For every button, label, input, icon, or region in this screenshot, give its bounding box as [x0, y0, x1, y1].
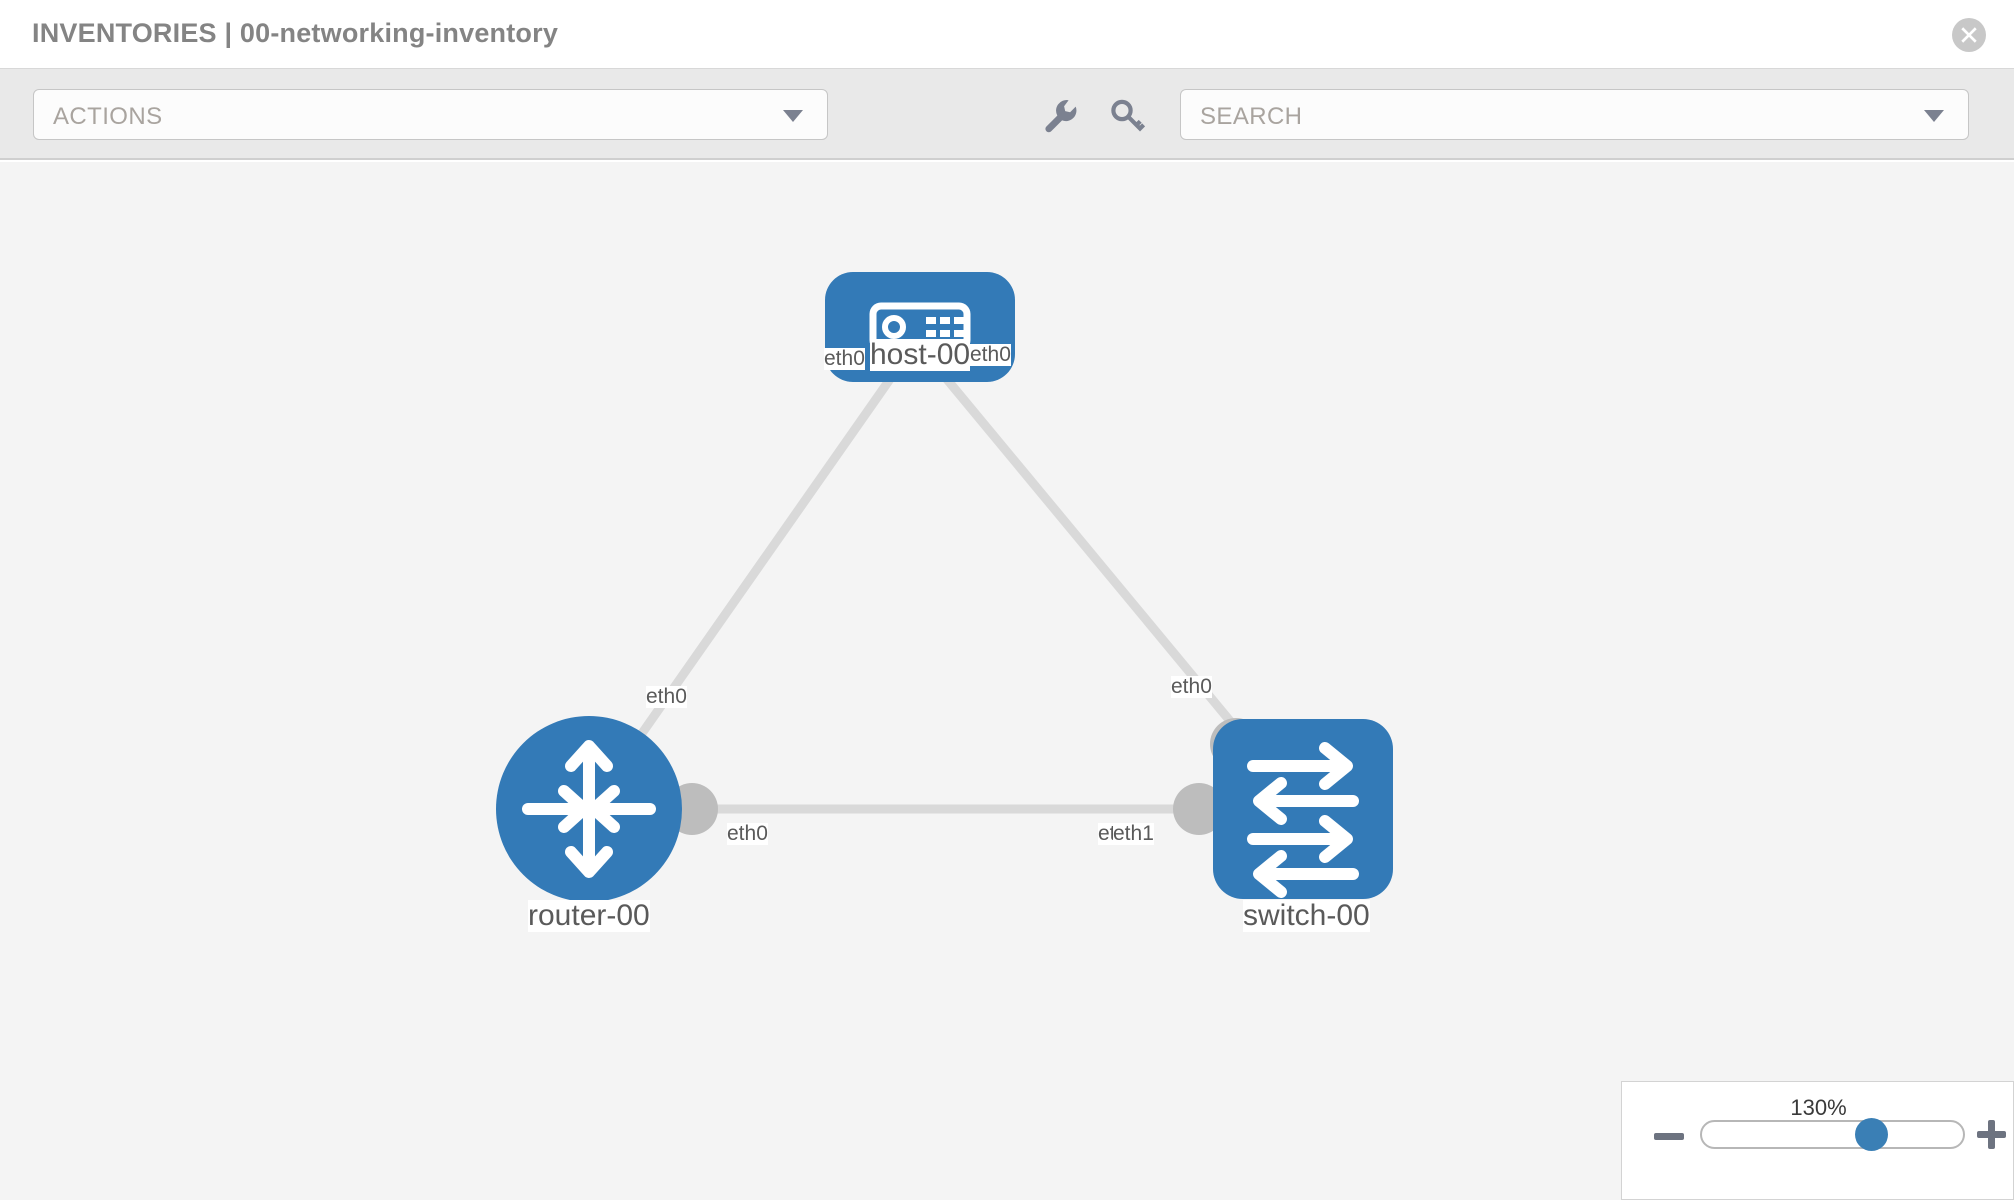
topology-graph [496, 272, 1393, 902]
actions-dropdown[interactable]: ACTIONS [33, 89, 828, 140]
endpoint-switch00-left[interactable] [1173, 783, 1225, 835]
node-label-switch-00: switch-00 [1243, 899, 1370, 932]
link-host00-router00[interactable] [585, 339, 920, 812]
chevron-down-icon [783, 110, 803, 122]
link-layer [585, 339, 1307, 814]
topology-canvas[interactable]: eth0 eth0 eth0 eth0 eth0 eth eth1 host-0… [0, 162, 2014, 1200]
node-label-host-00: host-00 [870, 338, 971, 371]
zoom-slider-track[interactable] [1700, 1120, 1965, 1149]
node-router-00[interactable] [496, 716, 682, 902]
switch-arrows-icon [1247, 742, 1359, 898]
zoom-slider-thumb[interactable] [1855, 1118, 1888, 1151]
port-label: eth0 [824, 347, 865, 371]
actions-dropdown-label: ACTIONS [53, 103, 163, 130]
node-label-router-00: router-00 [528, 899, 650, 932]
port-label: eth0 [970, 343, 1011, 367]
port-label: eth0 [646, 685, 687, 709]
search-input[interactable]: SEARCH [1180, 89, 1969, 140]
port-label: eth1 [1113, 822, 1154, 846]
port-label: eth0 [1171, 675, 1212, 699]
wrench-icon[interactable] [1040, 95, 1080, 135]
window-header: INVENTORIES | 00-networking-inventory [0, 0, 2014, 69]
close-icon[interactable] [1952, 18, 1986, 52]
page-title: INVENTORIES | 00-networking-inventory [32, 18, 559, 48]
key-icon[interactable] [1108, 95, 1148, 135]
zoom-in-button[interactable] [1977, 1120, 2006, 1149]
chevron-down-icon[interactable] [1924, 110, 1944, 122]
node-switch-00[interactable] [1213, 719, 1393, 899]
port-label: eth0 [727, 822, 768, 846]
zoom-out-button[interactable] [1654, 1133, 1684, 1140]
toolbar: ACTIONS SEARCH [0, 69, 2014, 160]
router-arrows-icon [522, 740, 656, 878]
zoom-control-panel: 130% [1621, 1081, 2014, 1200]
zoom-percentage-label: 130% [1790, 1095, 1847, 1120]
search-placeholder: SEARCH [1200, 103, 1303, 130]
